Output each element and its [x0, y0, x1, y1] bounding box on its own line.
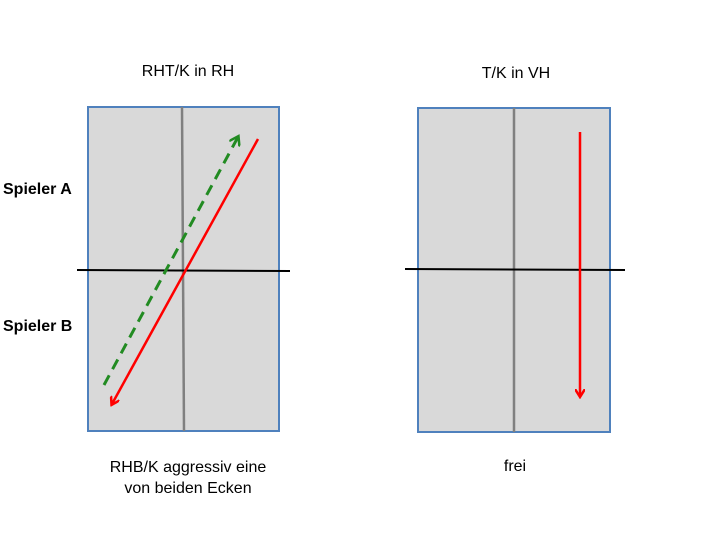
right-panel-title: T/K in VH [481, 65, 551, 82]
left-red-arrow [112, 138, 260, 404]
left-panel-caption: RHB/K aggressiv eine von beiden Ecken [58, 457, 318, 499]
left-table-net [76, 269, 291, 272]
left-panel-title: RHT/K in RH [141, 63, 235, 80]
right-table-net [404, 268, 626, 271]
left-caption-line-1: RHB/K aggressiv eine [109, 459, 267, 476]
left-caption-line-2: von beiden Ecken [124, 480, 252, 497]
player-a-label: Spieler A [3, 181, 72, 198]
player-b-label: Spieler B [3, 318, 73, 335]
left-table [76, 106, 291, 432]
left-table-center-line [180, 106, 186, 432]
right-panel-caption: frei [503, 458, 527, 475]
right-table [404, 107, 626, 433]
left-green-dashed-arrow [102, 137, 238, 386]
